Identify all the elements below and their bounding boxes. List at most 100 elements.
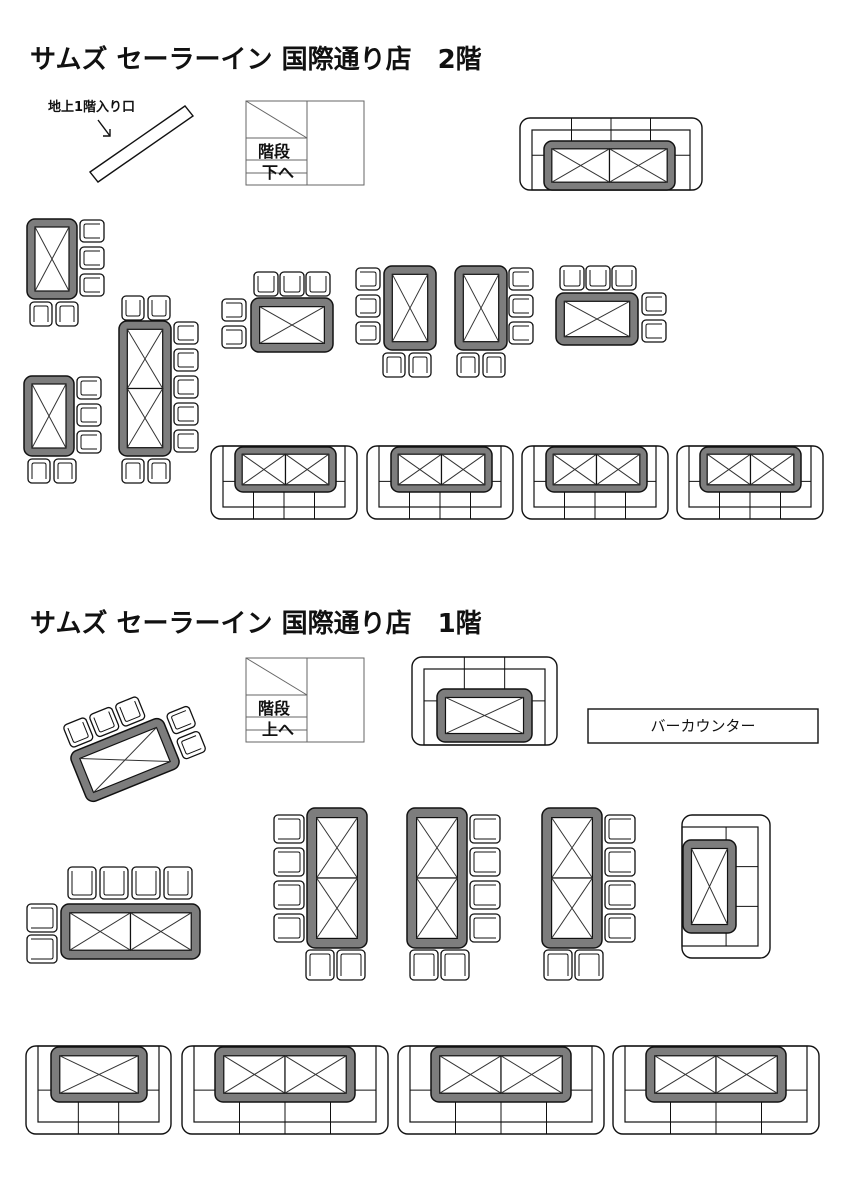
- chair[interactable]: [305, 271, 331, 297]
- chair-back: [83, 223, 100, 239]
- table-2f-t2[interactable]: [23, 375, 75, 457]
- chair[interactable]: [641, 319, 667, 343]
- chair[interactable]: [508, 321, 534, 345]
- table-2f-t4[interactable]: [250, 297, 334, 353]
- table-1f-sofa-table-top[interactable]: [436, 688, 533, 743]
- chair[interactable]: [279, 271, 305, 297]
- chairs-2f[interactable]: [27, 219, 667, 484]
- chair[interactable]: [305, 949, 335, 981]
- chair[interactable]: [440, 949, 470, 981]
- chair[interactable]: [29, 301, 53, 327]
- chair[interactable]: [89, 706, 120, 738]
- chair[interactable]: [79, 219, 105, 243]
- chair[interactable]: [166, 705, 196, 735]
- table-2f-t7[interactable]: [555, 292, 639, 346]
- chair[interactable]: [76, 430, 102, 454]
- chair[interactable]: [76, 376, 102, 400]
- chair[interactable]: [121, 295, 145, 321]
- chair[interactable]: [604, 880, 636, 910]
- chair[interactable]: [355, 294, 381, 318]
- chair[interactable]: [409, 949, 439, 981]
- chair[interactable]: [408, 352, 432, 378]
- chair[interactable]: [382, 352, 406, 378]
- chair[interactable]: [336, 949, 366, 981]
- table-2f-t5[interactable]: [383, 265, 437, 351]
- table-2f-sofa-table-1[interactable]: [234, 446, 337, 493]
- table-1f-t3[interactable]: [406, 807, 468, 949]
- table-2f-sofa-table-4[interactable]: [699, 446, 802, 493]
- table-cross: [285, 453, 330, 486]
- chair[interactable]: [456, 352, 480, 378]
- chair[interactable]: [574, 949, 604, 981]
- chair[interactable]: [604, 847, 636, 877]
- chair[interactable]: [221, 325, 247, 349]
- chair[interactable]: [585, 265, 611, 291]
- chair[interactable]: [604, 814, 636, 844]
- table-1f-t1[interactable]: [60, 903, 201, 960]
- chair[interactable]: [173, 375, 199, 399]
- table-1f-sofa-table-b3[interactable]: [430, 1046, 572, 1103]
- chair[interactable]: [273, 913, 305, 943]
- chair[interactable]: [508, 267, 534, 291]
- table-1f-sofa-table-b1[interactable]: [50, 1046, 148, 1103]
- chair[interactable]: [176, 730, 206, 760]
- chair[interactable]: [27, 458, 51, 484]
- stairs-2f[interactable]: 階段 下へ: [245, 100, 365, 186]
- table-1f-t2[interactable]: [306, 807, 368, 949]
- chair[interactable]: [355, 321, 381, 345]
- chair[interactable]: [355, 267, 381, 291]
- chair[interactable]: [26, 934, 58, 964]
- chair[interactable]: [79, 246, 105, 270]
- chair[interactable]: [641, 292, 667, 316]
- chair[interactable]: [121, 458, 145, 484]
- chair[interactable]: [147, 295, 171, 321]
- chair[interactable]: [173, 429, 199, 453]
- table-1f-t4[interactable]: [541, 807, 603, 949]
- chair[interactable]: [543, 949, 573, 981]
- chair[interactable]: [221, 298, 247, 322]
- chair[interactable]: [115, 696, 146, 727]
- table-2f-sofa-table-2[interactable]: [390, 446, 493, 493]
- table-2f-t6[interactable]: [454, 265, 508, 351]
- chair[interactable]: [604, 913, 636, 943]
- table-1f-angled-group[interactable]: [58, 679, 208, 803]
- chair[interactable]: [147, 458, 171, 484]
- stairs-1f[interactable]: 階段 上へ: [245, 657, 365, 743]
- chair[interactable]: [273, 847, 305, 877]
- chair[interactable]: [63, 717, 94, 748]
- table-cross: [316, 877, 358, 939]
- chair[interactable]: [131, 866, 161, 900]
- chair[interactable]: [559, 265, 585, 291]
- table-2f-t1[interactable]: [26, 218, 78, 300]
- chair[interactable]: [79, 273, 105, 297]
- chair[interactable]: [53, 458, 77, 484]
- chair[interactable]: [482, 352, 506, 378]
- chair[interactable]: [469, 913, 501, 943]
- chair[interactable]: [253, 271, 279, 297]
- table-2f-t3[interactable]: [118, 320, 172, 457]
- chair[interactable]: [55, 301, 79, 327]
- table-2f-sofa-table-3[interactable]: [545, 446, 648, 493]
- chair[interactable]: [99, 866, 129, 900]
- bar-counter[interactable]: バーカウンター: [587, 708, 819, 744]
- chair[interactable]: [67, 866, 97, 900]
- table-2f-sofa-table-top[interactable]: [543, 140, 676, 191]
- chair[interactable]: [173, 321, 199, 345]
- chair[interactable]: [173, 348, 199, 372]
- chair[interactable]: [163, 866, 193, 900]
- table-1f-sofa-table-b2[interactable]: [214, 1046, 356, 1103]
- table-1f-sofa-table-right[interactable]: [682, 839, 737, 934]
- table-cross: [462, 274, 500, 342]
- chair[interactable]: [173, 402, 199, 426]
- chair[interactable]: [508, 294, 534, 318]
- chair[interactable]: [76, 403, 102, 427]
- chair[interactable]: [273, 880, 305, 910]
- chair[interactable]: [469, 814, 501, 844]
- chair[interactable]: [469, 847, 501, 877]
- chair[interactable]: [469, 880, 501, 910]
- table-1f-sofa-table-b4[interactable]: [645, 1046, 787, 1103]
- chairs-1f[interactable]: [26, 814, 636, 981]
- chair[interactable]: [26, 903, 58, 933]
- chair[interactable]: [611, 265, 637, 291]
- chair[interactable]: [273, 814, 305, 844]
